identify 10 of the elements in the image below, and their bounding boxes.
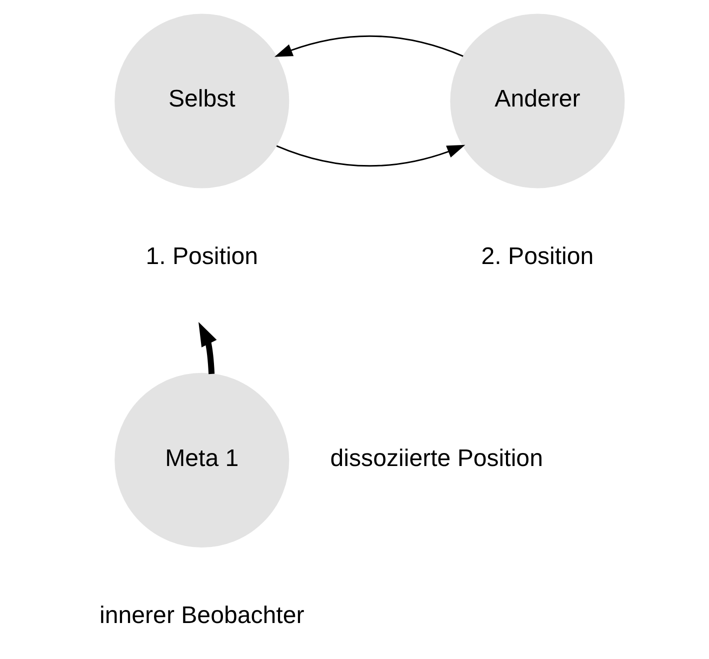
node-label: 2. Position <box>480 242 594 270</box>
node-label: 1. Position <box>145 242 258 270</box>
arrow <box>274 35 463 57</box>
node-circle: Anderer <box>450 14 624 188</box>
node-label: dissoziierte Position <box>330 444 542 472</box>
node-circle: Selbst <box>114 14 289 188</box>
node-circle: Meta 1 <box>114 372 289 548</box>
arrow <box>198 322 216 374</box>
node-label: innerer Beobachter <box>99 602 304 630</box>
arrow <box>276 144 465 166</box>
